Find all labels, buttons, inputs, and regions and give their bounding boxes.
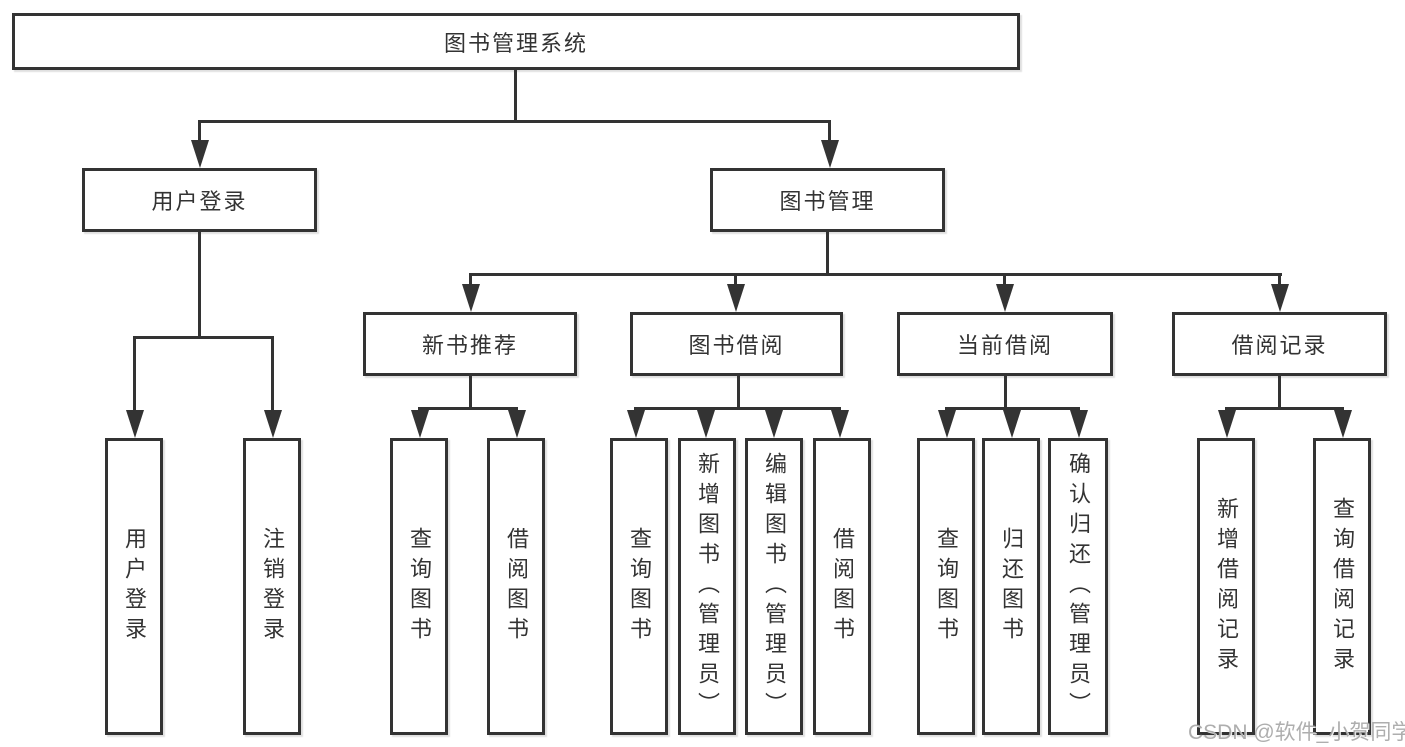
leaf-borrow-edit-admin-label: 编辑图书（管理员）	[762, 451, 787, 722]
connector-line	[828, 120, 831, 140]
leaf-borrow-add-admin-label: 新增图书（管理员）	[695, 451, 720, 722]
node-borrow-records: 借阅记录	[1172, 312, 1387, 376]
connector-line	[826, 232, 829, 276]
node-new-book-label: 新书推荐	[421, 333, 518, 358]
connector-line	[634, 407, 841, 410]
node-current-borrow: 当前借阅	[897, 312, 1113, 376]
arrowhead-down-icon	[938, 410, 956, 438]
leaf-current-confirm-admin-label: 确认归还（管理员）	[1066, 451, 1091, 722]
arrowhead-down-icon	[821, 140, 839, 168]
arrowhead-down-icon	[727, 284, 745, 312]
node-user-login-label: 用户登录	[151, 189, 248, 214]
arrowhead-down-icon	[462, 284, 480, 312]
connector-line	[1004, 376, 1007, 410]
arrowhead-down-icon	[1334, 410, 1352, 438]
connector-line	[271, 336, 274, 410]
arrowhead-down-icon	[411, 410, 429, 438]
connector-line	[133, 336, 274, 339]
leaf-current-return: 归还图书	[982, 438, 1040, 735]
leaf-borrow-query: 查询图书	[610, 438, 668, 735]
node-new-book: 新书推荐	[363, 312, 577, 376]
node-book-borrow-label: 图书借阅	[688, 333, 785, 358]
arrowhead-down-icon	[627, 410, 645, 438]
node-library-system-label: 图书管理系统	[443, 30, 588, 56]
connector-line	[469, 273, 1282, 276]
connector-line	[469, 273, 472, 284]
node-current-borrow-label: 当前借阅	[956, 333, 1053, 358]
leaf-records-query: 查询借阅记录	[1313, 438, 1371, 735]
node-book-borrow: 图书借阅	[630, 312, 843, 376]
leaf-borrow-query-label: 查询图书	[627, 526, 652, 647]
node-library-system: 图书管理系统	[12, 13, 1020, 70]
connector-line	[514, 70, 517, 123]
arrowhead-down-icon	[996, 284, 1014, 312]
leaf-user-login: 用户登录	[105, 438, 163, 735]
leaf-user-login-label: 用户登录	[122, 526, 147, 647]
connector-line	[469, 376, 472, 410]
connector-line	[133, 336, 136, 410]
connector-line	[1225, 407, 1344, 410]
leaf-current-query-label: 查询图书	[934, 526, 959, 647]
leaf-borrow-borrow-label: 借阅图书	[830, 526, 855, 647]
connector-line	[737, 376, 740, 410]
node-borrow-records-label: 借阅记录	[1231, 333, 1328, 358]
node-book-manage-label: 图书管理	[779, 189, 876, 214]
leaf-logout-label: 注销登录	[260, 526, 285, 647]
leaf-current-confirm-admin: 确认归还（管理员）	[1048, 438, 1108, 735]
arrowhead-down-icon	[831, 410, 849, 438]
node-book-manage: 图书管理	[710, 168, 945, 232]
leaf-borrow-add-admin: 新增图书（管理员）	[678, 438, 736, 735]
arrowhead-down-icon	[508, 410, 526, 438]
leaf-records-add-label: 新增借阅记录	[1214, 496, 1239, 677]
connector-line	[734, 273, 737, 284]
leaf-current-return-label: 归还图书	[999, 526, 1024, 647]
arrowhead-down-icon	[765, 410, 783, 438]
leaf-borrow-borrow: 借阅图书	[813, 438, 871, 735]
leaf-newbook-borrow: 借阅图书	[487, 438, 545, 735]
arrowhead-down-icon	[1271, 284, 1289, 312]
connector-line	[945, 407, 1080, 410]
connector-line	[198, 120, 831, 123]
arrowhead-down-icon	[1070, 410, 1088, 438]
connector-line	[1003, 273, 1006, 284]
leaf-logout: 注销登录	[243, 438, 301, 735]
connector-line	[198, 120, 201, 140]
leaf-current-query: 查询图书	[917, 438, 975, 735]
leaf-borrow-edit-admin: 编辑图书（管理员）	[745, 438, 803, 735]
arrowhead-down-icon	[1003, 410, 1021, 438]
arrowhead-down-icon	[1218, 410, 1236, 438]
connector-line	[1278, 273, 1281, 284]
arrowhead-down-icon	[264, 410, 282, 438]
arrowhead-down-icon	[697, 410, 715, 438]
leaf-records-add: 新增借阅记录	[1197, 438, 1255, 735]
leaf-records-query-label: 查询借阅记录	[1330, 496, 1355, 677]
connector-line	[198, 232, 201, 339]
leaf-newbook-borrow-label: 借阅图书	[504, 526, 529, 647]
arrowhead-down-icon	[126, 410, 144, 438]
arrowhead-down-icon	[191, 140, 209, 168]
leaf-newbook-query: 查询图书	[390, 438, 448, 735]
connector-line	[1278, 376, 1281, 410]
csdn-watermark: CSDN @软件_小贺同学	[1188, 721, 1405, 744]
connector-line	[418, 407, 518, 410]
node-user-login: 用户登录	[82, 168, 317, 232]
leaf-newbook-query-label: 查询图书	[407, 526, 432, 647]
